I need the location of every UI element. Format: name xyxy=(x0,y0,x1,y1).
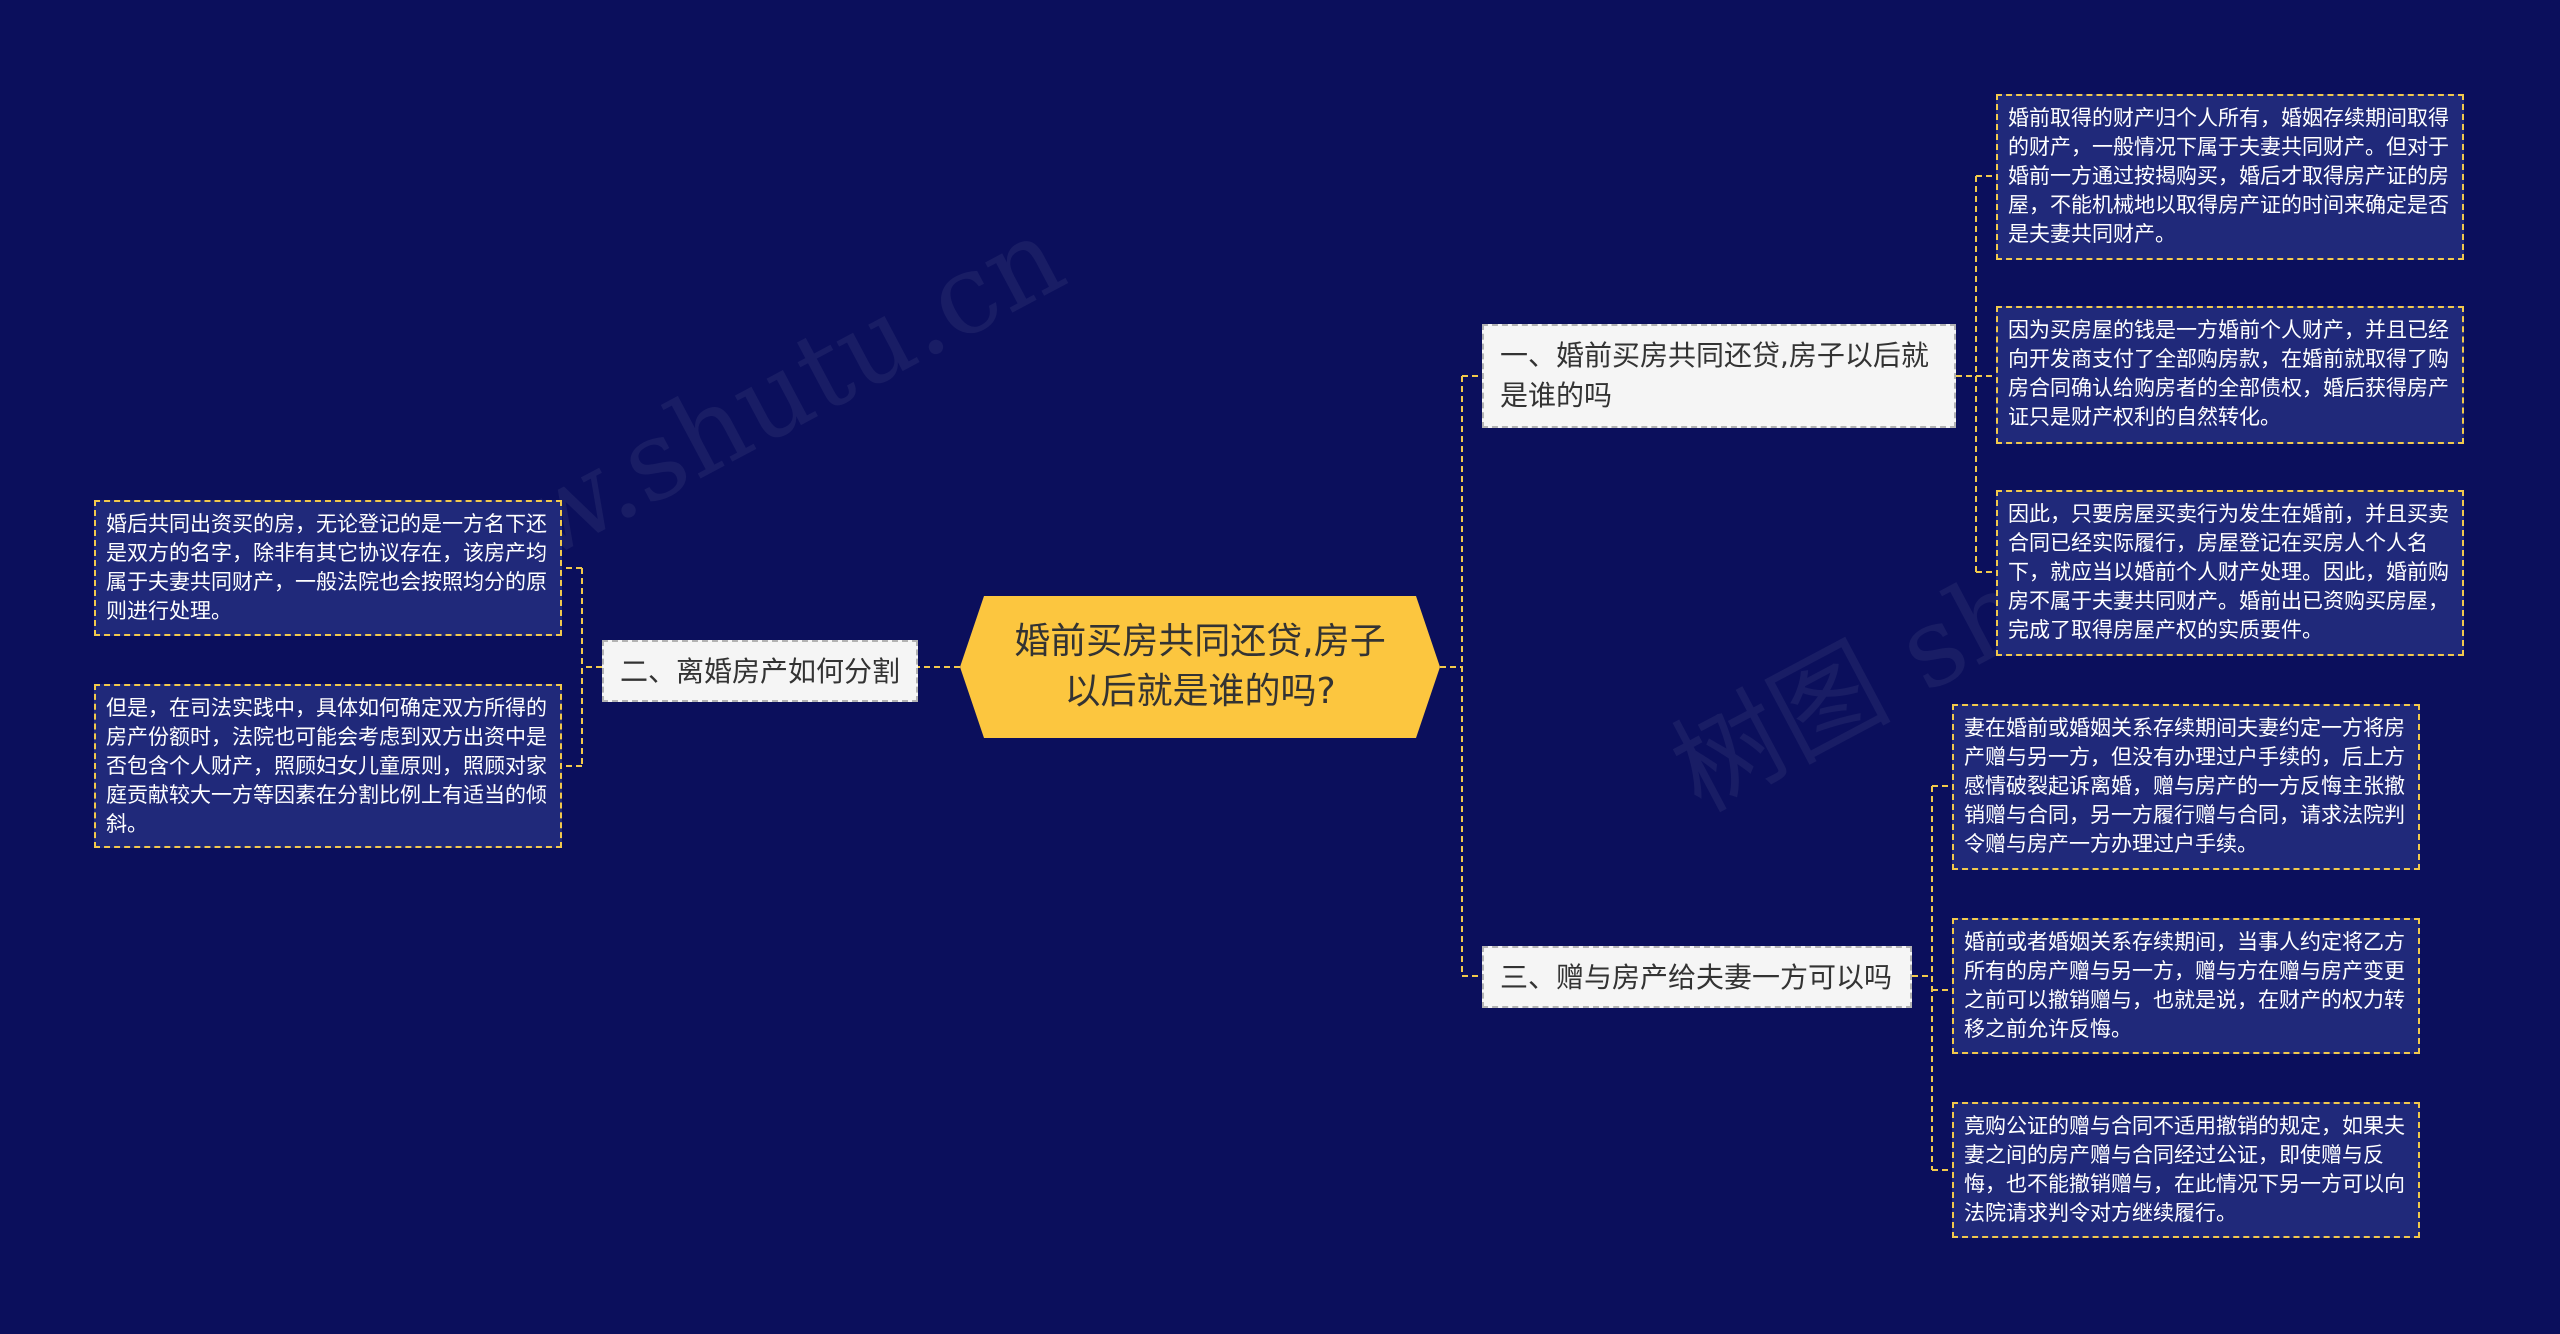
branch-node-3[interactable]: 三、赠与房产给夫妻一方可以吗 xyxy=(1482,946,1912,1008)
leaf-node-1-1[interactable]: 婚前取得的财产归个人所有，婚姻存续期间取得的财产，一般情况下属于夫妻共同财产。但… xyxy=(1996,94,2464,260)
branch-node-2[interactable]: 二、离婚房产如何分割 xyxy=(602,640,918,702)
leaf-node-3-3[interactable]: 竟购公证的赠与合同不适用撤销的规定，如果夫妻之间的房产赠与合同经过公证，即使赠与… xyxy=(1952,1102,2420,1238)
leaf-node-3-2-text: 婚前或者婚姻关系存续期间，当事人约定将乙方所有的房产赠与另一方，赠与方在赠与房产… xyxy=(1964,930,2405,1041)
leaf-node-1-3-text: 因此，只要房屋买卖行为发生在婚前，并且买卖合同已经实际履行，房屋登记在买房人个人… xyxy=(2008,502,2449,642)
leaf-node-3-1-text: 妻在婚前或婚姻关系存续期间夫妻约定一方将房产赠与另一方，但没有办理过户手续的，后… xyxy=(1964,716,2405,856)
leaf-node-1-1-text: 婚前取得的财产归个人所有，婚姻存续期间取得的财产，一般情况下属于夫妻共同财产。但… xyxy=(2008,106,2449,246)
leaf-node-3-3-text: 竟购公证的赠与合同不适用撤销的规定，如果夫妻之间的房产赠与合同经过公证，即使赠与… xyxy=(1964,1114,2405,1225)
leaf-node-2-1[interactable]: 婚后共同出资买的房，无论登记的是一方名下还是双方的名字，除非有其它协议存在，该房… xyxy=(94,500,562,636)
branch-node-1-label: 一、婚前买房共同还贷,房子以后就是谁的吗 xyxy=(1500,339,1929,412)
branch-node-1[interactable]: 一、婚前买房共同还贷,房子以后就是谁的吗 xyxy=(1482,324,1956,428)
leaf-node-2-2-text: 但是，在司法实践中，具体如何确定双方所得的房产份额时，法院也可能会考虑到双方出资… xyxy=(106,696,547,836)
leaf-node-1-2-text: 因为买房屋的钱是一方婚前个人财产，并且已经向开发商支付了全部购房款，在婚前就取得… xyxy=(2008,318,2449,429)
root-node-label: 婚前买房共同还贷,房子以后就是谁的吗? xyxy=(1014,621,1386,712)
branch-node-3-label: 三、赠与房产给夫妻一方可以吗 xyxy=(1500,961,1893,994)
leaf-node-2-1-text: 婚后共同出资买的房，无论登记的是一方名下还是双方的名字，除非有其它协议存在，该房… xyxy=(106,512,547,623)
leaf-node-3-1[interactable]: 妻在婚前或婚姻关系存续期间夫妻约定一方将房产赠与另一方，但没有办理过户手续的，后… xyxy=(1952,704,2420,870)
root-node[interactable]: 婚前买房共同还贷,房子以后就是谁的吗? xyxy=(960,596,1440,738)
leaf-node-2-2[interactable]: 但是，在司法实践中，具体如何确定双方所得的房产份额时，法院也可能会考虑到双方出资… xyxy=(94,684,562,848)
leaf-node-1-3[interactable]: 因此，只要房屋买卖行为发生在婚前，并且买卖合同已经实际履行，房屋登记在买房人个人… xyxy=(1996,490,2464,656)
leaf-node-1-2[interactable]: 因为买房屋的钱是一方婚前个人财产，并且已经向开发商支付了全部购房款，在婚前就取得… xyxy=(1996,306,2464,444)
branch-node-2-label: 二、离婚房产如何分割 xyxy=(620,655,901,688)
leaf-node-3-2[interactable]: 婚前或者婚姻关系存续期间，当事人约定将乙方所有的房产赠与另一方，赠与方在赠与房产… xyxy=(1952,918,2420,1054)
